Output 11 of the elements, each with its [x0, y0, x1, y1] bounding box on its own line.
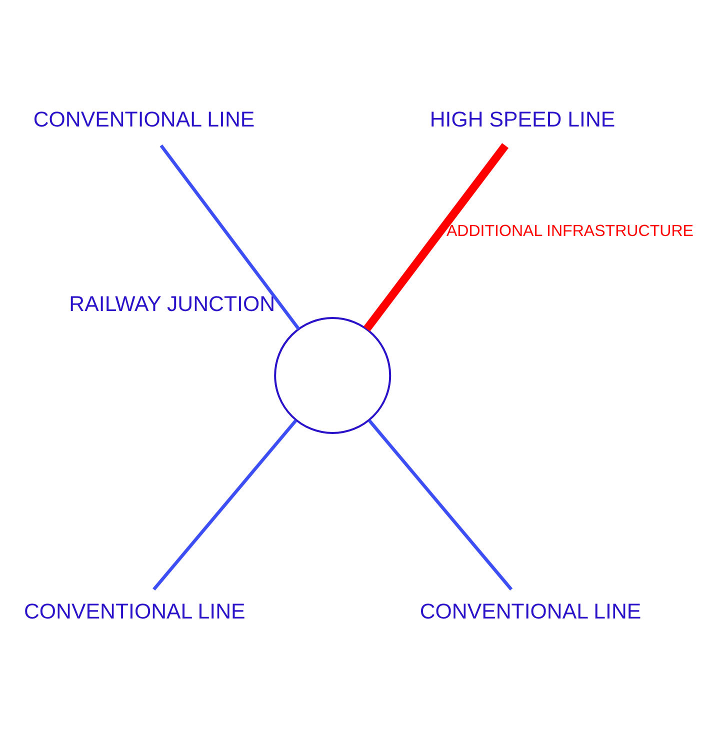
connector	[368, 420, 513, 591]
connector	[152, 420, 298, 591]
node-circle	[274, 317, 392, 434]
node-text: CONVENTIONAL LINE	[33, 108, 255, 132]
node-text: CONVENTIONAL LINE	[24, 600, 246, 624]
node-text: HIGH SPEED LINE	[430, 108, 616, 132]
edge-label: ADDITIONAL INFRASTRUCTURE	[446, 222, 694, 240]
node-label: RAILWAY JUNCTION	[69, 292, 276, 316]
node-text: CONVENTIONAL LINE	[420, 600, 642, 624]
connector	[160, 144, 300, 330]
connector	[364, 143, 509, 332]
